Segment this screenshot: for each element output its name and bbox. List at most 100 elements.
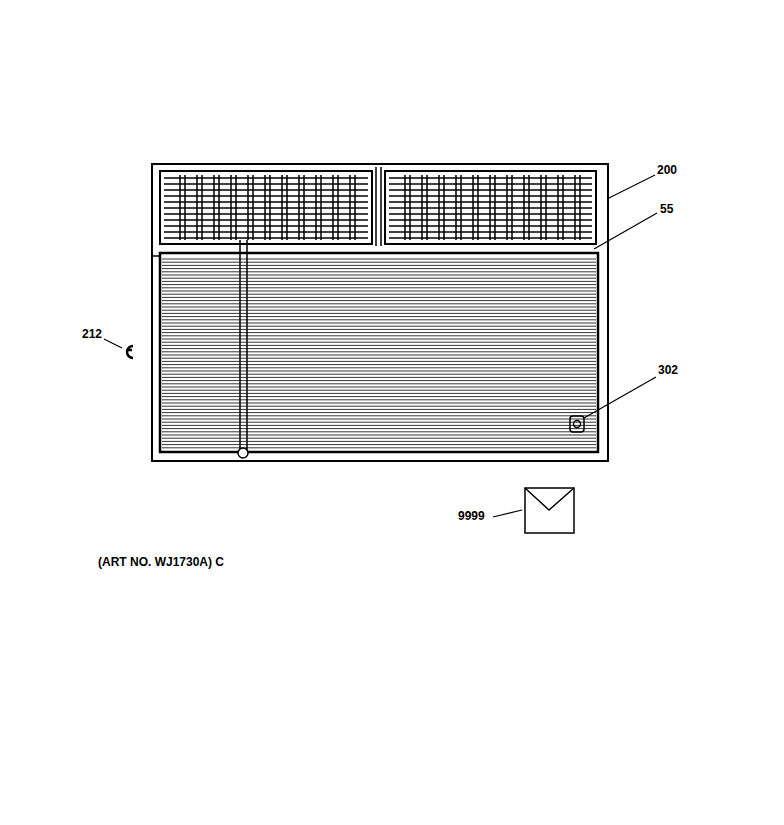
grille-slat bbox=[162, 393, 596, 394]
grille-slat bbox=[162, 303, 596, 304]
case-outline bbox=[152, 164, 608, 461]
louver-vane bbox=[421, 175, 423, 240]
grille-slat bbox=[162, 342, 596, 343]
louver-vane bbox=[252, 175, 254, 240]
louver-vane bbox=[281, 175, 283, 240]
louver-vane bbox=[354, 175, 356, 240]
callout-number: 212 bbox=[82, 327, 102, 341]
grille-slat bbox=[162, 380, 596, 381]
louver-vane bbox=[506, 175, 508, 240]
louver-vane bbox=[179, 175, 181, 240]
louver-vane bbox=[235, 175, 237, 240]
grille-slat bbox=[162, 403, 596, 404]
cabinet bbox=[127, 164, 608, 533]
grille-slat bbox=[162, 447, 596, 448]
louver-vane bbox=[298, 175, 300, 240]
grille-slat bbox=[162, 313, 596, 314]
grille-slat bbox=[162, 387, 596, 388]
grille-slat bbox=[162, 259, 596, 260]
grille-slat bbox=[162, 428, 596, 429]
grille-slat bbox=[162, 284, 596, 285]
front-grille bbox=[160, 253, 598, 452]
grille-slat bbox=[162, 335, 596, 336]
louver-vane bbox=[455, 175, 457, 240]
grille-slat bbox=[162, 271, 596, 272]
louver-vane bbox=[523, 175, 525, 240]
louver-vane bbox=[489, 175, 491, 240]
grille-slat bbox=[162, 425, 596, 426]
callout-number: 55 bbox=[660, 202, 673, 216]
callout-number: 9999 bbox=[458, 509, 485, 523]
louver-vane bbox=[494, 175, 496, 240]
louver-vane bbox=[213, 175, 215, 240]
grille-slat bbox=[162, 412, 596, 413]
grille-slat bbox=[162, 268, 596, 269]
louver-vane bbox=[320, 175, 322, 240]
grille-slat bbox=[162, 377, 596, 378]
louver-vane bbox=[443, 175, 445, 240]
grille-slat bbox=[162, 415, 596, 416]
louver-lines bbox=[164, 175, 592, 240]
leader-line bbox=[594, 213, 657, 249]
grille-slat bbox=[162, 409, 596, 410]
louver-vane bbox=[562, 175, 564, 240]
louver-vane bbox=[574, 175, 576, 240]
grille-slat bbox=[162, 438, 596, 439]
grille-slat bbox=[162, 297, 596, 298]
grille-slat bbox=[162, 323, 596, 324]
grille-slat bbox=[162, 339, 596, 340]
louver-vane bbox=[404, 175, 406, 240]
leader-line bbox=[584, 377, 656, 418]
louver-vane bbox=[540, 175, 542, 240]
envelope bbox=[525, 488, 574, 533]
drain-end bbox=[238, 448, 248, 458]
grille-slat bbox=[162, 441, 596, 442]
grille-slat bbox=[162, 364, 596, 365]
louver-vane bbox=[409, 175, 411, 240]
louver-vane bbox=[303, 175, 305, 240]
left-louver bbox=[160, 171, 372, 244]
louver-vane bbox=[184, 175, 186, 240]
leader-line bbox=[607, 175, 655, 199]
louver-vane bbox=[579, 175, 581, 240]
grille-slat bbox=[162, 294, 596, 295]
divider bbox=[380, 167, 382, 246]
grille-slat bbox=[162, 422, 596, 423]
grille-slat bbox=[162, 316, 596, 317]
louver-vane bbox=[218, 175, 220, 240]
louver-vane bbox=[528, 175, 530, 240]
grille-slat bbox=[162, 355, 596, 356]
grille-slat bbox=[162, 319, 596, 320]
grille-slat bbox=[162, 374, 596, 375]
leader-line bbox=[493, 510, 522, 517]
edge bbox=[152, 255, 160, 257]
knob bbox=[570, 416, 584, 432]
grille-slat bbox=[162, 307, 596, 308]
grille-slat bbox=[162, 351, 596, 352]
grille-slat bbox=[162, 406, 596, 407]
louver-vane bbox=[426, 175, 428, 240]
clip-212 bbox=[127, 346, 133, 358]
grille-slat bbox=[162, 431, 596, 432]
grille-slat bbox=[162, 265, 596, 266]
callout-number: 200 bbox=[657, 163, 677, 177]
louver-vane bbox=[438, 175, 440, 240]
grille-slat bbox=[162, 444, 596, 445]
louver-vane bbox=[286, 175, 288, 240]
louver-vane bbox=[315, 175, 317, 240]
grille-slat bbox=[162, 332, 596, 333]
leader-lines bbox=[104, 175, 657, 517]
right-louver bbox=[385, 171, 596, 244]
louver-vane bbox=[460, 175, 462, 240]
louver-vane bbox=[557, 175, 559, 240]
louver-vane bbox=[230, 175, 232, 240]
louver-vane bbox=[477, 175, 479, 240]
leader-line bbox=[104, 339, 122, 348]
louver-vane bbox=[472, 175, 474, 240]
grille-slat bbox=[162, 326, 596, 327]
louver-vane bbox=[269, 175, 271, 240]
grille-slat bbox=[162, 435, 596, 436]
grille-slat bbox=[162, 383, 596, 384]
grille-slat bbox=[162, 278, 596, 279]
grille-slat bbox=[162, 371, 596, 372]
